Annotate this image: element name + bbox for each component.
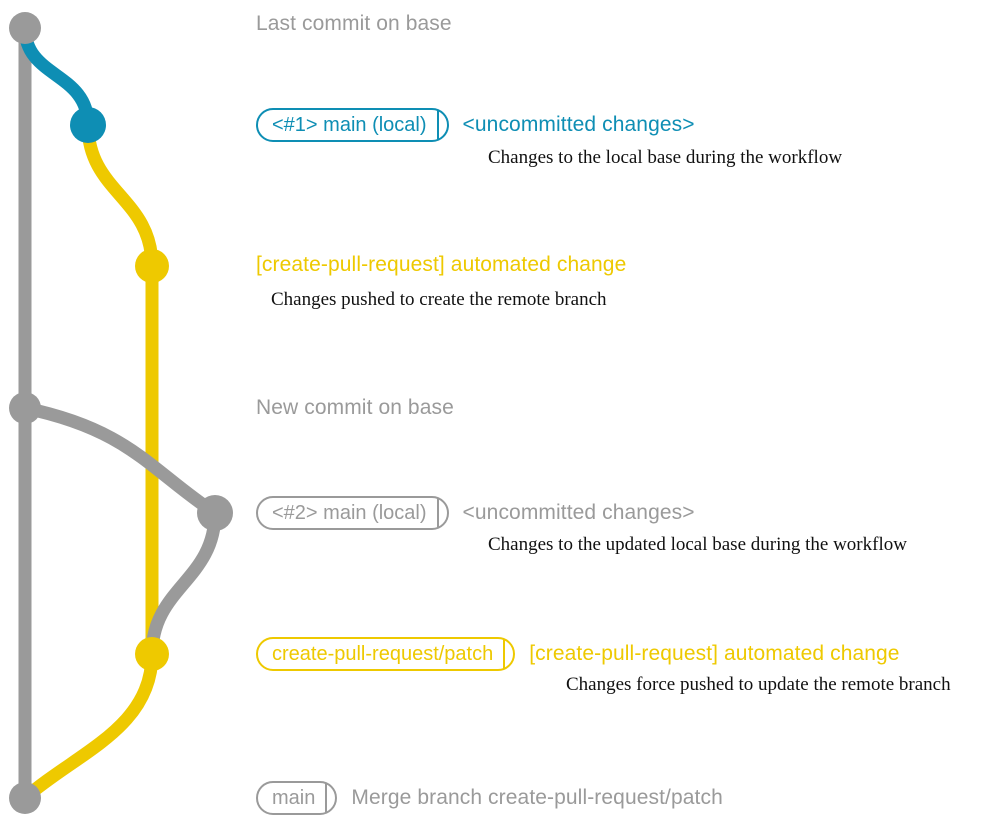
ref-badge-label: <#1> main (local) (272, 114, 427, 136)
commit-description-1: Changes to the local base during the wor… (488, 147, 843, 168)
commit-subject: New commit on base (256, 396, 454, 419)
ref-badge-divider (325, 783, 328, 813)
commit-node-base-head (9, 12, 41, 44)
ref-badge-create-pull-request-patch[interactable]: create-pull-request/patch (256, 637, 516, 671)
commit-subject: <uncommitted changes> (462, 501, 695, 524)
commit-node-merge (9, 782, 41, 814)
commit-row-merge-commit: main Merge branch create-pull-request/pa… (256, 781, 723, 815)
commit-subject: <uncommitted changes> (462, 113, 695, 136)
ref-badge-label: main (272, 787, 316, 809)
ref-badge-main[interactable]: main (256, 781, 338, 815)
commit-row-automated-change-1: [create-pull-request] automated change (256, 253, 626, 277)
commit-node-remote-2 (135, 637, 169, 671)
commit-row-local-uncommitted-2: <#2> main (local) <uncommitted changes> (256, 496, 695, 530)
ref-badge-divider (436, 110, 439, 140)
commit-subject: [create-pull-request] automated change (256, 253, 627, 276)
ref-badge-main-local-1[interactable]: <#1> main (local) (256, 108, 449, 142)
commit-subject: Last commit on base (256, 12, 452, 35)
edge-basenew-to-local2 (18, 401, 222, 520)
edge-remote2-to-merge (18, 647, 159, 805)
commit-node-base-new (9, 392, 41, 424)
commit-row-last-commit-on-base: Last commit on base (256, 12, 452, 36)
commit-node-local-2 (197, 495, 233, 531)
ref-badge-label: <#2> main (local) (272, 502, 427, 524)
commit-subject: [create-pull-request] automated change (529, 642, 900, 665)
edge-local1-to-remote1 (81, 118, 159, 273)
commit-node-local-1 (70, 107, 106, 143)
ref-badge-label: create-pull-request/patch (272, 643, 494, 665)
commit-subject: Merge branch create-pull-request/patch (351, 786, 723, 809)
commit-row-local-uncommitted-1: <#1> main (local) <uncommitted changes> (256, 108, 695, 142)
commit-description-3: Changes to the updated local base during… (488, 534, 907, 555)
commit-nodes (9, 12, 233, 814)
commit-description-4: Changes force pushed to update the remot… (566, 674, 951, 695)
commit-row-new-commit-on-base: New commit on base (256, 396, 454, 420)
ref-badge-divider (436, 498, 439, 528)
commit-row-automated-change-2: create-pull-request/patch [create-pull-r… (256, 637, 900, 671)
commit-description-2: Changes pushed to create the remote bran… (271, 289, 607, 310)
edge-local2-to-remote2 (145, 506, 222, 661)
commit-node-remote-1 (135, 249, 169, 283)
ref-badge-main-local-2[interactable]: <#2> main (local) (256, 496, 449, 530)
ref-badge-divider (503, 639, 506, 669)
